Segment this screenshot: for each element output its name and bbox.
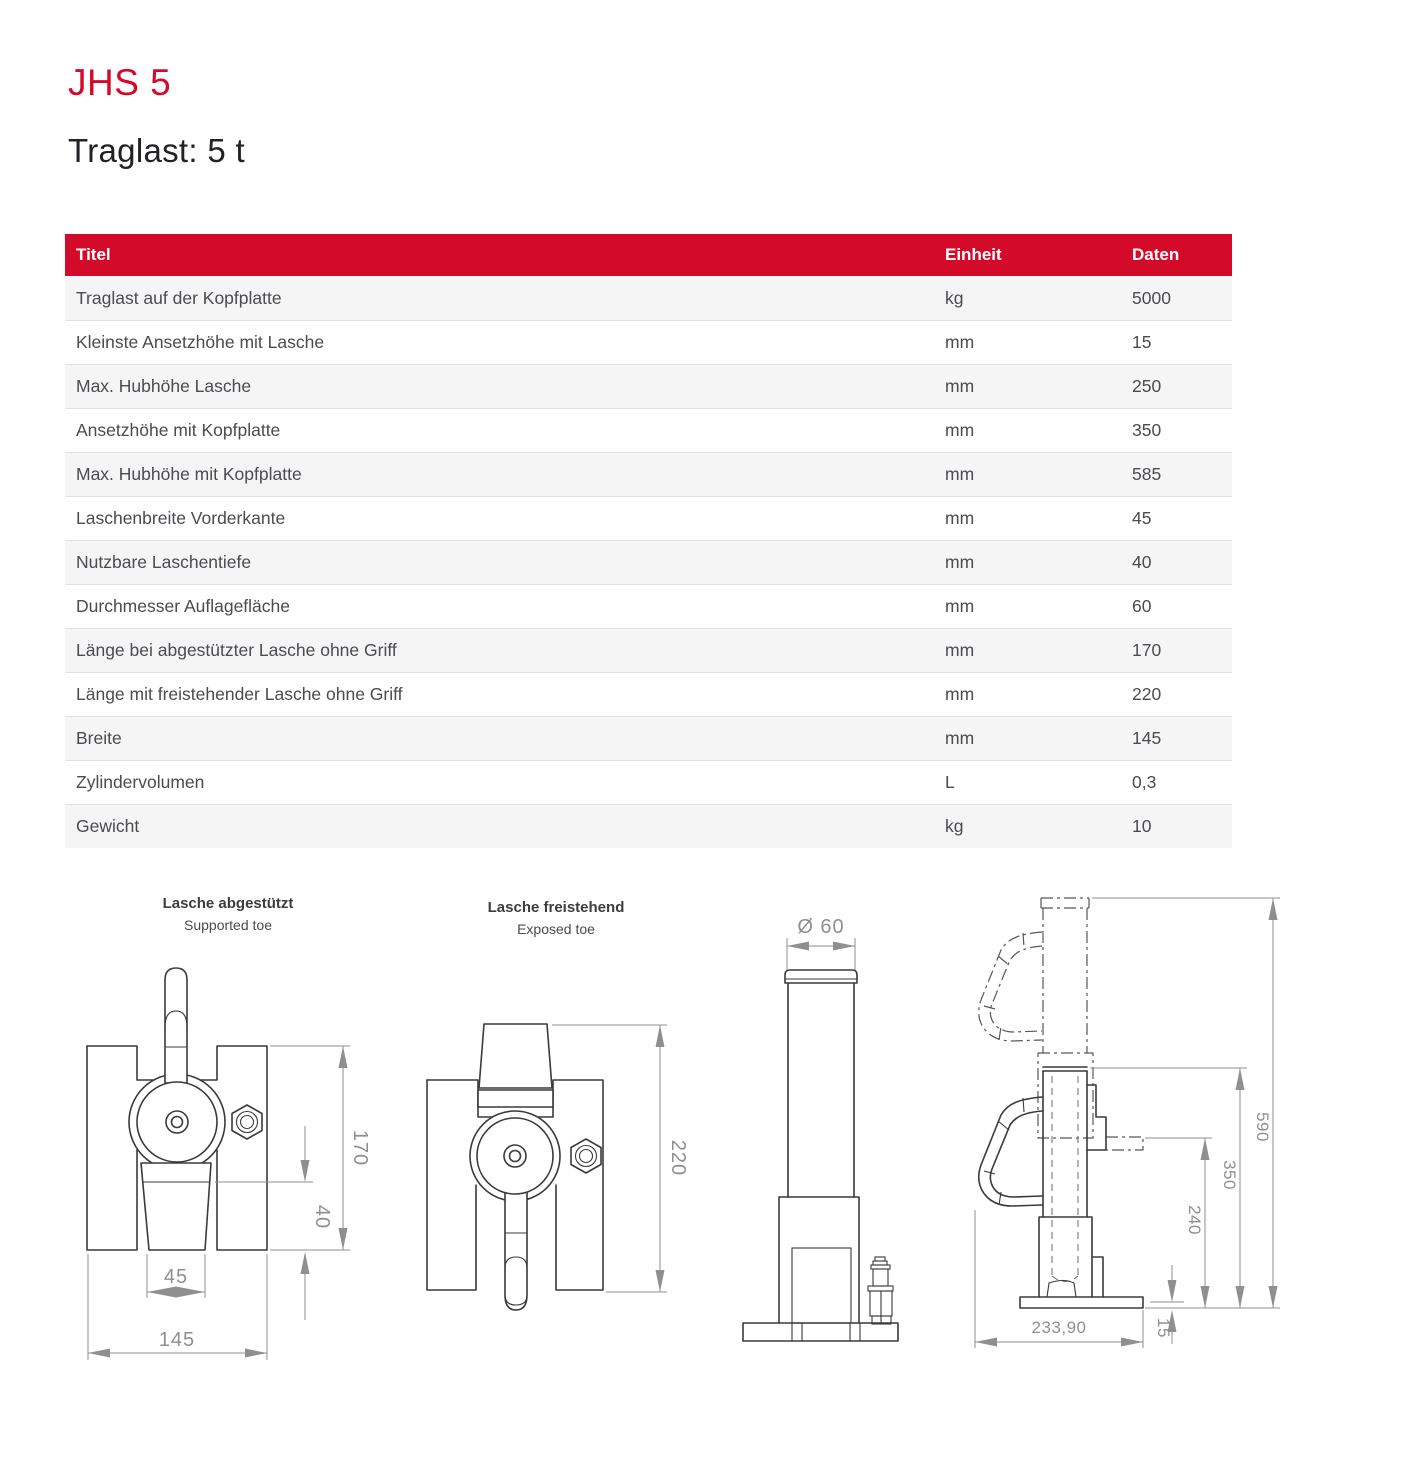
- spec-name: Breite: [76, 728, 122, 748]
- dim-label-233-90: 233,90: [1032, 1318, 1087, 1337]
- spec-value: 350: [1132, 420, 1162, 440]
- drawing-caption-en: Supported toe: [184, 917, 272, 933]
- dimension-lines: 170 40 45 145: [87, 1045, 371, 1360]
- drawing-caption-de: Lasche abgestützt: [163, 895, 294, 912]
- dim-label-220: 220: [667, 1140, 689, 1176]
- handle: [977, 1096, 1043, 1207]
- jack-side-elevation: [742, 969, 899, 1342]
- jack-front-view: [86, 967, 268, 1251]
- drawing-supported-toe: Lasche abgestützt Supported toe 170 40 4…: [86, 895, 371, 1360]
- spec-unit: mm: [945, 728, 975, 748]
- table-row: Nutzbare Laschentiefe mm 40: [65, 540, 1232, 584]
- spec-value: 45: [1132, 508, 1152, 528]
- dim-label-590: 590: [1253, 1112, 1272, 1142]
- drawing-cylinder-view: Ø 60: [742, 916, 899, 1342]
- spec-table: Titel Einheit Daten Traglast auf der Kop…: [65, 234, 1232, 848]
- release-valve: [867, 1256, 894, 1325]
- spec-name: Ansetzhöhe mit Kopfplatte: [76, 420, 281, 440]
- spec-table-header: Titel Einheit Daten: [65, 234, 1232, 276]
- table-row: Max. Hubhöhe Lasche mm 250: [65, 364, 1232, 408]
- spec-unit: mm: [945, 376, 975, 396]
- header-titel: Titel: [76, 245, 111, 264]
- spec-name: Länge bei abgestützter Lasche ohne Griff: [76, 640, 397, 660]
- baseplate: [1019, 1296, 1144, 1309]
- header-einheit: Einheit: [945, 245, 1002, 264]
- table-row: Durchmesser Auflagefläche mm 60: [65, 584, 1232, 628]
- page-subtitle: Traglast: 5 t: [68, 132, 245, 169]
- dim-label-15: 15: [1154, 1318, 1173, 1338]
- table-row: Länge mit freistehender Lasche ohne Grif…: [65, 672, 1232, 716]
- toe: [478, 1023, 553, 1089]
- table-row: Traglast auf der Kopfplatte kg 5000: [65, 276, 1232, 320]
- spec-unit: mm: [945, 684, 975, 704]
- spec-unit: mm: [945, 420, 975, 440]
- drawing-side-view: 590 350 240 15 233,90: [974, 897, 1280, 1348]
- spec-value: 220: [1132, 684, 1162, 704]
- spec-unit: L: [945, 772, 955, 792]
- table-row: Länge bei abgestützter Lasche ohne Griff…: [65, 628, 1232, 672]
- dim-label-350: 350: [1220, 1160, 1239, 1190]
- table-row: Gewicht kg 10: [65, 804, 1232, 848]
- spec-unit: mm: [945, 508, 975, 528]
- spec-name: Max. Hubhöhe Lasche: [76, 376, 252, 396]
- spec-value: 585: [1132, 464, 1162, 484]
- toe: [140, 1162, 212, 1251]
- spec-unit: mm: [945, 332, 975, 352]
- dimension-lines: 590 350 240 15 233,90: [974, 897, 1280, 1348]
- spec-unit: mm: [945, 596, 975, 616]
- spec-value: 60: [1132, 596, 1152, 616]
- spec-unit: kg: [945, 287, 964, 308]
- spec-value: 15: [1132, 332, 1152, 352]
- spec-unit: kg: [945, 816, 964, 836]
- table-row: Breite mm 145: [65, 716, 1232, 760]
- spec-value: 0,3: [1132, 772, 1157, 792]
- dimension-lines: 220: [552, 1024, 689, 1293]
- drawing-caption-de: Lasche freistehend: [488, 899, 625, 916]
- baseplate: [742, 1322, 899, 1342]
- drawing-exposed-toe: Lasche freistehend Exposed toe 220: [426, 899, 689, 1311]
- dimension-lines: Ø 60: [786, 916, 856, 970]
- spec-value: 10: [1132, 816, 1152, 836]
- table-row: Max. Hubhöhe mit Kopfplatte mm 585: [65, 452, 1232, 496]
- table-row: Zylindervolumen L 0,3: [65, 760, 1232, 804]
- spec-value: 250: [1132, 376, 1162, 396]
- dim-label-diameter: Ø 60: [797, 916, 844, 938]
- spec-unit: mm: [945, 464, 975, 484]
- spec-unit: mm: [945, 640, 975, 660]
- spec-name: Max. Hubhöhe mit Kopfplatte: [76, 464, 302, 484]
- spec-name: Durchmesser Auflagefläche: [76, 596, 290, 616]
- hex-nut: [570, 1138, 602, 1174]
- spec-value: 170: [1132, 640, 1162, 660]
- jack-front-view: [426, 1023, 604, 1311]
- header-daten: Daten: [1132, 245, 1180, 264]
- dim-label-45: 45: [164, 1266, 188, 1288]
- dim-label-240: 240: [1185, 1205, 1204, 1235]
- page-title: JHS 5: [68, 62, 172, 103]
- table-row: Kleinste Ansetzhöhe mit Lasche mm 15: [65, 320, 1232, 364]
- dim-label-40: 40: [311, 1205, 333, 1229]
- spec-name: Zylindervolumen: [76, 772, 205, 792]
- drawing-caption-en: Exposed toe: [517, 921, 595, 937]
- table-row: Ansetzhöhe mit Kopfplatte mm 350: [65, 408, 1232, 452]
- spec-name: Nutzbare Laschentiefe: [76, 552, 252, 572]
- jack-side-view: [977, 1066, 1144, 1309]
- spec-value: 40: [1132, 552, 1152, 572]
- spec-name: Gewicht: [76, 816, 140, 836]
- spec-value: 5000: [1132, 287, 1171, 308]
- spec-unit: mm: [945, 552, 975, 572]
- table-row: Laschenbreite Vorderkante mm 45: [65, 496, 1232, 540]
- spec-value: 145: [1132, 728, 1162, 748]
- dim-label-170: 170: [349, 1130, 371, 1166]
- spec-name: Kleinste Ansetzhöhe mit Lasche: [76, 332, 325, 352]
- spec-name: Länge mit freistehender Lasche ohne Grif…: [76, 684, 403, 704]
- hex-nut: [231, 1104, 263, 1140]
- spec-name: Traglast auf der Kopfplatte: [76, 287, 282, 308]
- dim-label-145: 145: [159, 1329, 195, 1351]
- raised-position-phantom: [978, 897, 1144, 1151]
- spec-name: Laschenbreite Vorderkante: [76, 508, 286, 528]
